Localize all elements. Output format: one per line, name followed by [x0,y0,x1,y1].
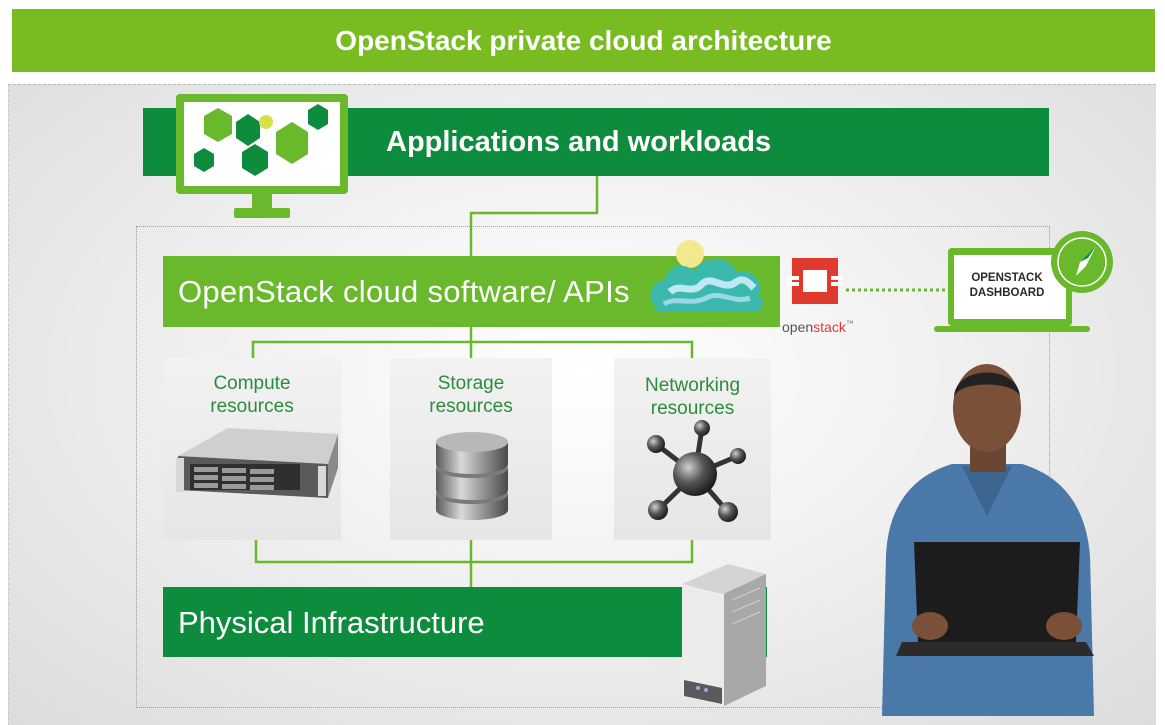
physical-infrastructure-layer: Physical Infrastructure [163,587,767,657]
applications-label: Applications and workloads [386,126,772,158]
hexagon-icon [308,104,328,130]
storage-resources-box: Storage resources [390,358,552,540]
person-with-laptop-image [882,364,1094,716]
apps-to-os-connector [469,176,599,256]
networking-resources-label: Networking resources [644,375,741,419]
openstack-label: OpenStack cloud software/ APIs [178,274,630,309]
compute-resources-label: Compute resources [210,373,294,417]
database-icon [436,432,508,520]
cloud-icon [650,240,764,313]
laptop-icon [914,542,1080,642]
diagram-title-text: OpenStack private cloud architecture [335,24,832,56]
server-rack-icon [176,428,338,498]
tower-server-icon [682,564,766,706]
openstack-logo-text: openstack™ [782,319,854,335]
networking-resources-box: Networking resources [614,358,771,540]
dot-icon [259,115,273,129]
network-hub-icon [647,420,746,522]
resources-to-physical-connector [254,540,694,564]
dashboard-label: OPENSTACK DASHBOARD [969,272,1045,299]
openstack-logo-icon [787,258,843,304]
diagram-title: OpenStack private cloud architecture [12,9,1155,72]
monitor-icon [176,94,348,218]
hexagon-icon [276,122,308,164]
storage-resources-label: Storage resources [429,373,513,417]
physical-infrastructure-label: Physical Infrastructure [178,605,485,640]
os-to-resources-connector [251,340,694,358]
hexagon-icon [236,114,260,146]
dashboard-laptop-icon [934,231,1113,332]
hexagon-icon [204,108,232,142]
hexagon-icon [194,148,214,172]
hexagon-icon [242,144,268,176]
cloud-boundary-frame [136,226,1050,708]
